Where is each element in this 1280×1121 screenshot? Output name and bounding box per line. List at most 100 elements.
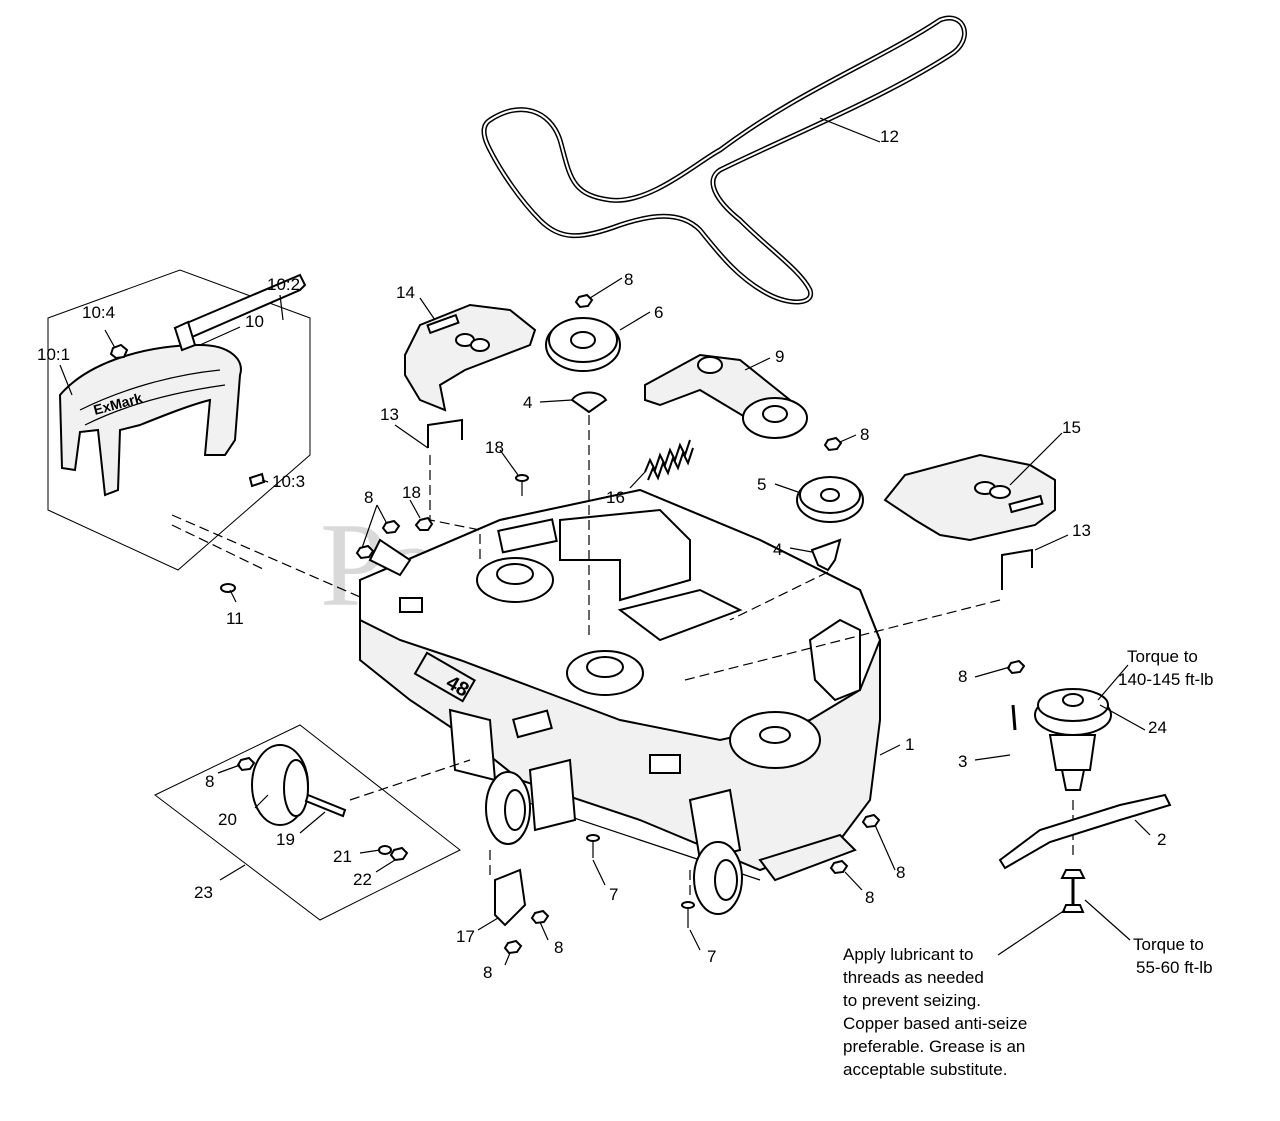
front-wheel-bracket-left[interactable] bbox=[448, 708, 577, 832]
pulley-part-6[interactable] bbox=[545, 317, 621, 372]
washer-part-21[interactable] bbox=[378, 845, 392, 855]
dash-hood-to-deck bbox=[171, 514, 391, 611]
leader-lines bbox=[59, 117, 1151, 966]
callout-2: 2 bbox=[1157, 830, 1166, 849]
nut-part-8-left[interactable] bbox=[355, 519, 401, 560]
dash-pin13-right bbox=[684, 599, 1001, 681]
pin-part-13-left[interactable] bbox=[427, 418, 463, 448]
callout-8-deck-right: 8 bbox=[896, 863, 905, 882]
callout-22: 22 bbox=[353, 870, 372, 889]
callout-10-1: 10:1 bbox=[37, 345, 70, 364]
spring-part-16[interactable] bbox=[644, 439, 694, 481]
nut-part-8-top[interactable] bbox=[574, 293, 594, 309]
callout-8-mid: 8 bbox=[860, 425, 869, 444]
dash-cone-lower bbox=[729, 571, 829, 621]
callout-labels: 12 10 10:1 10:4 10:2 10:3 11 14 8 6 4 9 … bbox=[37, 127, 1167, 982]
note-lubricant: Apply lubricant to threads as needed to … bbox=[843, 945, 1027, 1079]
note-torque-bolt: Torque to 55-60 ft-lb bbox=[1133, 935, 1213, 977]
front-wheel-right[interactable] bbox=[688, 788, 743, 915]
callout-1: 1 bbox=[905, 735, 914, 754]
nut-part-22[interactable] bbox=[389, 846, 409, 862]
callout-8-wheel: 8 bbox=[205, 772, 214, 791]
nut-part-10-4[interactable] bbox=[109, 343, 129, 360]
callout-10-2: 10:2 bbox=[267, 275, 300, 294]
wheel-part-20[interactable] bbox=[251, 744, 309, 826]
callout-13-right: 13 bbox=[1072, 521, 1091, 540]
callout-18-upper: 18 bbox=[485, 438, 504, 457]
bolt-part-18-lower[interactable] bbox=[414, 516, 434, 531]
callout-12: 12 bbox=[880, 127, 899, 146]
svg-text:Torque to: Torque to bbox=[1133, 935, 1204, 954]
callout-10-4: 10:4 bbox=[82, 303, 115, 322]
callout-24: 24 bbox=[1148, 718, 1167, 737]
svg-text:acceptable substitute.: acceptable substitute. bbox=[843, 1060, 1007, 1079]
callout-17: 17 bbox=[456, 927, 475, 946]
callout-23: 23 bbox=[194, 883, 213, 902]
bolt-part-7-right[interactable] bbox=[681, 901, 695, 928]
callout-8-spindle: 8 bbox=[958, 667, 967, 686]
blade-part-2[interactable] bbox=[998, 793, 1172, 870]
bolt-part-7-left[interactable] bbox=[586, 834, 600, 858]
svg-text:Copper based anti-seize: Copper based anti-seize bbox=[843, 1014, 1027, 1033]
bracket-part-17[interactable] bbox=[494, 868, 527, 927]
svg-text:preferable. Grease is an: preferable. Grease is an bbox=[843, 1037, 1025, 1056]
callout-6: 6 bbox=[654, 303, 663, 322]
callout-8-top: 8 bbox=[624, 270, 633, 289]
nut-part-8-spindle[interactable] bbox=[1006, 659, 1026, 675]
bracket-part-10-2[interactable] bbox=[173, 273, 307, 352]
belt-cover-part-14[interactable] bbox=[404, 303, 537, 412]
callout-18-lower: 18 bbox=[402, 483, 421, 502]
bolt-part-3[interactable] bbox=[1011, 704, 1017, 731]
pulley-part-5[interactable] bbox=[796, 476, 864, 523]
bolt-part-18-upper[interactable] bbox=[515, 474, 529, 496]
callout-7-left: 7 bbox=[609, 885, 618, 904]
callout-13-left: 13 bbox=[380, 405, 399, 424]
hood-assembly-box bbox=[47, 269, 311, 571]
callout-16: 16 bbox=[606, 488, 625, 507]
callout-9: 9 bbox=[775, 347, 784, 366]
front-wheel-left[interactable] bbox=[485, 771, 531, 845]
svg-text:Apply lubricant to: Apply lubricant to bbox=[843, 945, 973, 964]
callout-8-bracket: 8 bbox=[554, 938, 563, 957]
spindle-assembly-part-24[interactable] bbox=[1034, 688, 1112, 791]
idler-arm-part-9[interactable] bbox=[644, 353, 808, 439]
deck-housing-part-1[interactable]: 48 bbox=[359, 488, 882, 882]
belt-part-12[interactable] bbox=[481, 15, 967, 305]
wheel-assembly-box bbox=[154, 724, 461, 921]
hood-part-10-1[interactable]: ExMark bbox=[58, 343, 242, 497]
pin-part-11[interactable] bbox=[220, 583, 237, 603]
nut-part-8-wheel[interactable] bbox=[236, 756, 256, 772]
callout-10: 10 bbox=[245, 312, 264, 331]
callout-4-upper: 4 bbox=[523, 393, 532, 412]
axle-part-19[interactable] bbox=[304, 793, 347, 818]
svg-text:to prevent seizing.: to prevent seizing. bbox=[843, 991, 981, 1010]
callout-4-lower: 4 bbox=[773, 540, 782, 559]
svg-text:55-60 ft-lb: 55-60 ft-lb bbox=[1136, 958, 1213, 977]
pin-part-13-right[interactable] bbox=[1001, 548, 1033, 590]
callout-8-left: 8 bbox=[364, 488, 373, 507]
svg-text:140-145 ft-lb: 140-145 ft-lb bbox=[1118, 670, 1213, 689]
dash-pin13-left bbox=[429, 455, 481, 560]
callout-20: 20 bbox=[218, 810, 237, 829]
svg-text:Torque to: Torque to bbox=[1127, 647, 1198, 666]
cone-part-4-upper[interactable] bbox=[570, 391, 608, 414]
bolt-part-10-3[interactable] bbox=[248, 472, 266, 488]
dash-wheel-group bbox=[349, 759, 471, 801]
nut-part-8-mid[interactable] bbox=[823, 436, 843, 452]
callout-7-right: 7 bbox=[707, 947, 716, 966]
belt-cover-part-15[interactable] bbox=[883, 453, 1056, 542]
nut-part-8-bottom-row[interactable] bbox=[503, 813, 881, 955]
callout-11: 11 bbox=[226, 609, 244, 628]
note-torque-spindle: Torque to 140-145 ft-lb bbox=[1118, 647, 1213, 689]
callout-19: 19 bbox=[276, 830, 295, 849]
svg-text:threads as needed: threads as needed bbox=[843, 968, 984, 987]
callout-5: 5 bbox=[757, 475, 766, 494]
dash-hood-to-bolt bbox=[171, 524, 266, 571]
callout-14: 14 bbox=[396, 283, 415, 302]
callout-8-bottom: 8 bbox=[483, 963, 492, 982]
cone-part-4-lower[interactable] bbox=[810, 538, 842, 572]
blade-bolt[interactable] bbox=[1060, 869, 1086, 913]
callout-15: 15 bbox=[1062, 418, 1081, 437]
callout-21: 21 bbox=[333, 847, 352, 866]
